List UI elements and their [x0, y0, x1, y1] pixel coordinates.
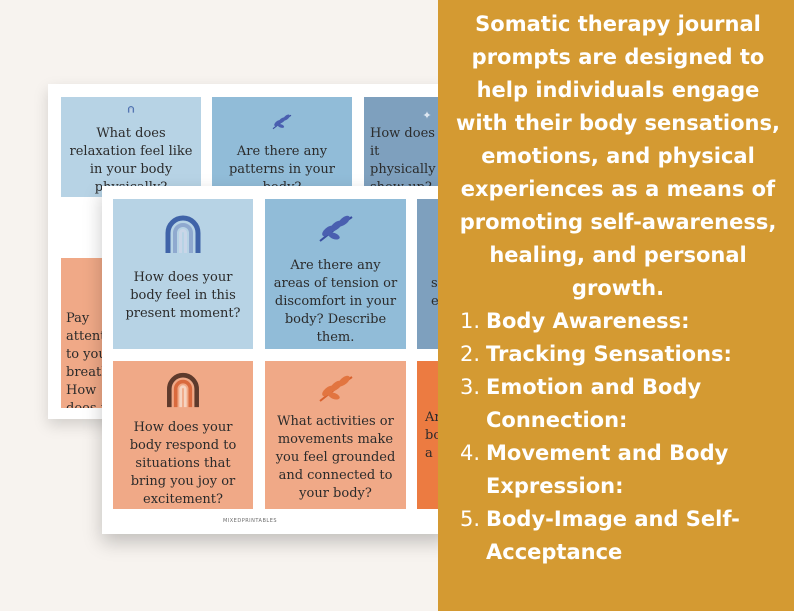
list-number: 1.: [460, 309, 481, 333]
list-label: Emotion and Body Connection:: [486, 375, 702, 432]
list-label: Body-Image and Self-Acceptance: [486, 507, 740, 564]
info-panel: Somatic therapy journal prompts are desi…: [438, 0, 794, 611]
prompt-text: How does your body respond to situations…: [129, 420, 237, 507]
list-item: 2. Tracking Sensations:: [460, 338, 780, 371]
brand-tag: MIXEDPRINTABLES: [222, 518, 278, 524]
list-label: Movement and Body Expression:: [486, 441, 729, 498]
prompt-text: Are there any areas of tension or discom…: [273, 258, 398, 345]
prompt-text: How does your body feel in this present …: [125, 270, 241, 321]
back-card-relaxation: What does relaxation feel like in your b…: [61, 97, 201, 197]
prompt-text: Ar bo a: [425, 410, 442, 461]
prompt-category-list: 1. Body Awareness: 2. Tracking Sensation…: [460, 305, 780, 569]
sparkle-icon: [423, 111, 431, 119]
prompt-text: What does relaxation feel like in your b…: [69, 126, 193, 195]
card-present-moment: How does your body feel in this present …: [113, 199, 253, 349]
list-number: 2.: [460, 342, 481, 366]
rainbow-icon: [167, 372, 199, 408]
list-label: Body Awareness:: [486, 309, 690, 333]
list-number: 5.: [460, 507, 481, 531]
prompt-text: What activities or movements make you fe…: [275, 414, 396, 501]
rainbow-icon: [165, 215, 201, 253]
card-grounded: What activities or movements make you fe…: [265, 361, 406, 509]
card-tension: Are there any areas of tension or discom…: [265, 199, 406, 349]
list-item: 5. Body-Image and Self-Acceptance: [460, 503, 780, 569]
list-number: 4.: [460, 441, 481, 465]
list-item: 1. Body Awareness:: [460, 305, 780, 338]
leaf-icon: [272, 114, 292, 130]
prompt-text: Are there any patterns in your body?: [228, 144, 336, 195]
card-joy: How does your body respond to situations…: [113, 361, 253, 509]
list-label: Tracking Sensations:: [486, 342, 732, 366]
list-item: 4. Movement and Body Expression:: [460, 437, 780, 503]
intro-text: Somatic therapy journal prompts are desi…: [456, 12, 780, 300]
back-card-patterns: Are there any patterns in your body?: [212, 97, 352, 197]
leaf-icon: [318, 215, 353, 242]
leaf-icon: [318, 375, 353, 402]
list-item: 3. Emotion and Body Connection:: [460, 371, 780, 437]
rainbow-icon: [127, 106, 135, 113]
list-number: 3.: [460, 375, 481, 399]
